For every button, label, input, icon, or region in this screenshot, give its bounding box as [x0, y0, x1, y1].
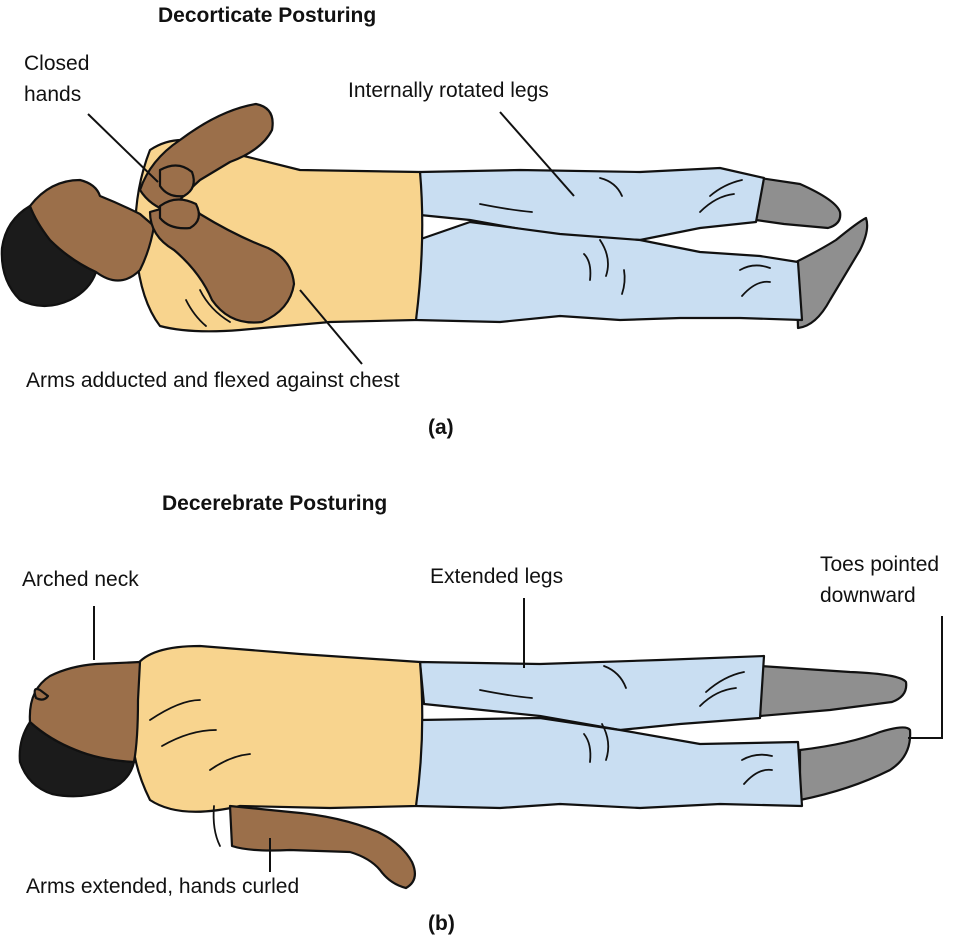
label-extended-legs: Extended legs — [430, 565, 563, 588]
panel-a: Decorticate Posturing — [0, 4, 869, 439]
figure-b-fold — [161, 729, 217, 747]
figure-b-fold — [212, 805, 221, 847]
figure-a-sock-lower — [794, 216, 869, 330]
panel-b-label: (b) — [428, 912, 455, 935]
figure-a-fold — [185, 299, 207, 327]
figure-a-face — [28, 178, 156, 282]
figure-a-sock-upper — [754, 176, 842, 230]
figure-a-leg-upper — [418, 166, 766, 242]
label-toes-pointed-line1: Toes pointed — [820, 553, 939, 576]
figure-b-shirt — [130, 644, 424, 813]
label-arched-neck: Arched neck — [22, 568, 139, 591]
figure-b-fold — [705, 671, 745, 693]
panel-a-label: (a) — [428, 416, 454, 439]
figure-b-leg-upper — [418, 654, 766, 732]
figure-a-fold — [599, 177, 623, 197]
figure-b-fold — [209, 753, 251, 771]
figure-a-fold — [739, 264, 771, 271]
leader-legs-a — [499, 111, 575, 197]
figure-a-fold — [709, 179, 743, 197]
figure-b-fold — [149, 699, 201, 721]
panel-b: Decerebrate Posturing — [18, 492, 943, 935]
figure-b-fold — [601, 723, 610, 761]
figure-b-leg-lower — [414, 716, 804, 810]
figure-a-fold — [599, 239, 609, 277]
figure-a-fold — [199, 289, 231, 323]
label-internally-rotated-legs: Internally rotated legs — [348, 79, 549, 102]
figure-b-fold — [583, 733, 592, 763]
figure-b-arm — [228, 804, 417, 890]
figure-a-fold — [699, 193, 735, 213]
label-closed-hands-line1: Closed — [24, 52, 89, 75]
figure-b — [18, 644, 912, 890]
label-arms-extended: Arms extended, hands curled — [26, 875, 299, 898]
panel-a-title: Decorticate Posturing — [158, 4, 376, 27]
leader-toes — [908, 616, 943, 739]
figure-a-fold — [741, 280, 771, 297]
figure-b-face — [28, 660, 142, 764]
figure-b-fold — [479, 689, 533, 699]
figure-b-sock-lower — [798, 726, 912, 802]
figure-b-ear — [33, 687, 50, 701]
label-arms-adducted: Arms adducted and flexed against chest — [26, 369, 400, 392]
figure-b-fold — [603, 665, 627, 689]
figure-a-fold — [479, 203, 533, 213]
figure-b-sock-upper — [758, 664, 908, 718]
leader-closed-hands — [87, 113, 159, 183]
figure-a-leg-lower — [414, 220, 804, 324]
figure-a — [0, 102, 869, 333]
figure-a-fist-upper — [158, 164, 195, 198]
figure-b-fold — [741, 753, 773, 761]
label-toes-pointed-line2: downward — [820, 584, 916, 607]
figure-a-arm-lower — [148, 205, 296, 324]
figure-b-fold — [743, 768, 773, 785]
figure-a-fold — [583, 253, 592, 281]
panel-b-title: Decerebrate Posturing — [162, 492, 387, 515]
leader-arms-a — [299, 289, 363, 365]
label-closed-hands-line2: hands — [24, 83, 81, 106]
figure-a-fold — [621, 269, 626, 295]
figure-b-fold — [699, 687, 737, 707]
figure-a-fist-lower — [158, 198, 201, 230]
